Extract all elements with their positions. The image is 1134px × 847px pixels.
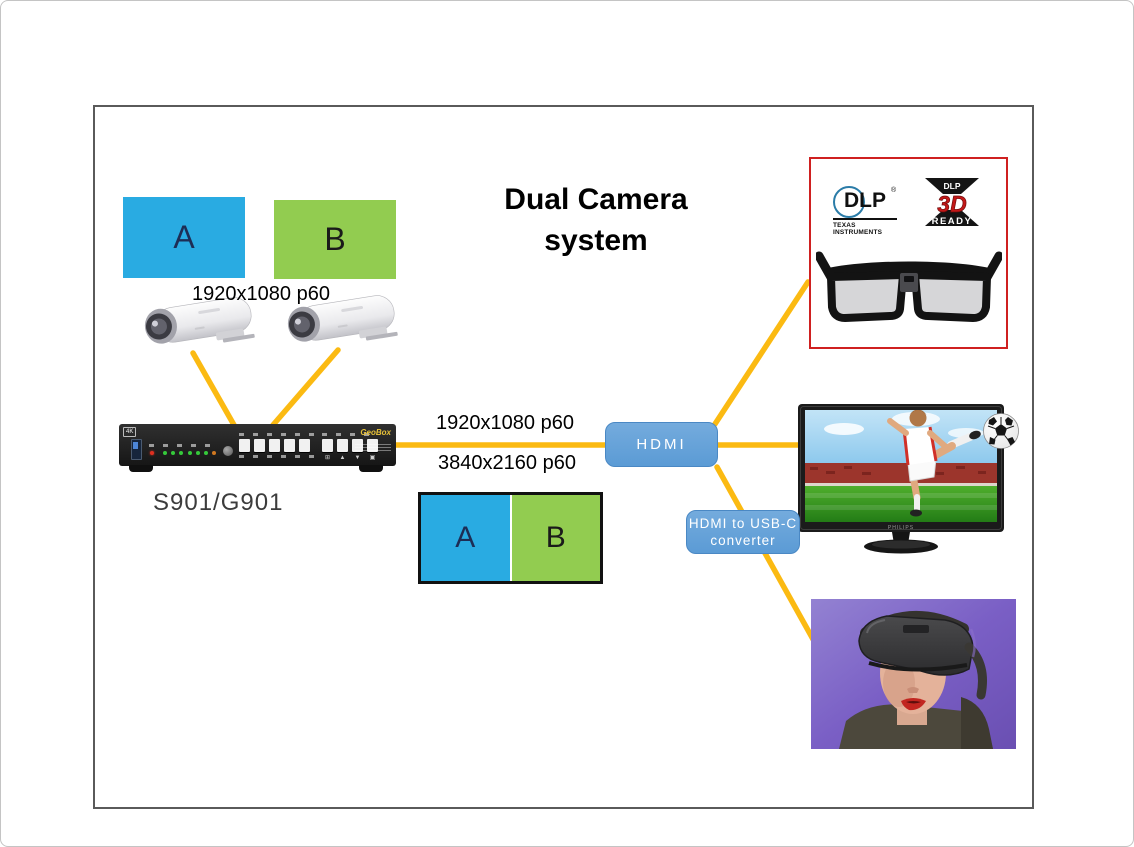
panel-button-4	[284, 439, 295, 452]
panel-button-7	[337, 439, 348, 452]
hdmi-label: HDMI	[636, 436, 687, 453]
panel-button-2	[254, 439, 265, 452]
input-resolution-label: 1920x1080 p60	[436, 412, 574, 434]
vr-headset-image	[811, 599, 1016, 749]
shutter-glasses-image	[816, 251, 1002, 322]
power-led	[150, 451, 154, 455]
person-shoulders	[839, 704, 993, 749]
glasses-right-lens	[911, 271, 991, 322]
headset-visor	[858, 615, 974, 676]
geobox-brand-label: GeoBox	[360, 428, 391, 437]
panel-button-6	[322, 439, 333, 452]
combined-output-frame: A B	[418, 492, 603, 584]
glasses-top-bar	[824, 261, 994, 283]
dlp-registered-mark: ®	[891, 187, 897, 194]
title-line-2: system	[544, 224, 648, 257]
power-switch	[131, 439, 142, 460]
ok-icon: ▣	[369, 455, 376, 461]
title-line-1: Dual Camera	[504, 183, 688, 216]
badge-dlp-text: DLP	[944, 181, 961, 191]
glasses-bridge	[900, 273, 918, 292]
headset-side-strap	[964, 642, 987, 700]
device-fine-print	[355, 444, 391, 452]
camera-body	[144, 297, 255, 344]
panel-button-8	[352, 439, 363, 452]
output-resolution-label: 3840x2160 p60	[438, 452, 576, 474]
status-led-6	[204, 451, 208, 455]
cable-camera-a	[190, 350, 237, 428]
camera-body	[287, 295, 398, 342]
hdmi-node: HDMI	[605, 422, 718, 467]
dlp-subtitle: TEXAS INSTRUMENTS	[833, 222, 883, 236]
yellow-cable-lines	[190, 279, 817, 644]
stadium-stands	[805, 463, 997, 485]
up-icon: ▲	[339, 455, 346, 461]
badge-ready-text: READY	[932, 216, 973, 227]
processor-model-label: S901/G901	[153, 489, 284, 516]
glasses-left-lens	[827, 271, 907, 322]
diagram-title: Dual Camera system	[431, 179, 761, 261]
panel-button-3	[269, 439, 280, 452]
person-nose	[907, 687, 919, 693]
soccer-field	[805, 486, 997, 522]
status-led-7	[212, 451, 216, 455]
combined-b-label: B	[545, 521, 566, 554]
glasses-ir-sensor	[904, 276, 914, 282]
badge-3d-text: 3D	[937, 191, 966, 217]
person-lips	[901, 698, 926, 711]
combined-frame-b: B	[511, 495, 600, 581]
status-led-4	[188, 451, 192, 455]
status-led-1	[163, 451, 167, 455]
combined-frame-a: A	[421, 495, 512, 581]
3d-tv-image: PHILIPS	[798, 404, 1019, 554]
status-led-3	[179, 451, 183, 455]
dlp-logo: DLP ® TEXAS INSTRUMENTS	[833, 185, 903, 236]
tv-brand-label: PHILIPS	[888, 525, 914, 531]
dlp-logo-text: DLP	[844, 189, 886, 212]
frame-b-label: B	[324, 221, 346, 257]
down-icon: ▼	[354, 455, 361, 461]
dlp-3d-ready-badge: DLP 3D READY	[925, 178, 979, 227]
frame-a-label: A	[173, 219, 195, 255]
rotary-knob	[223, 446, 233, 456]
panel-button-1	[239, 439, 250, 452]
camera-a-image	[144, 297, 255, 344]
panel-button-5	[299, 439, 310, 452]
tv-screen	[805, 410, 997, 522]
source-frame-b: B	[274, 200, 396, 279]
camera-resolution-label: 1920x1080 p60	[192, 283, 330, 305]
status-led-2	[171, 451, 175, 455]
converter-label-line1: HDMI to USB-C	[688, 516, 798, 531]
soccer-player	[887, 410, 981, 517]
cable-camera-b	[270, 347, 341, 428]
source-frame-a: A	[123, 197, 245, 278]
hdmi-usbc-converter-node: HDMI to USB-C converter	[686, 510, 800, 554]
4k-badge: 4K	[123, 427, 137, 437]
status-led-5	[196, 451, 200, 455]
player-head	[909, 410, 927, 427]
panel-button-9	[367, 439, 378, 452]
camera-b-image	[287, 295, 398, 342]
dlp-circle-icon	[833, 186, 865, 218]
device-foot-right	[359, 465, 383, 472]
device-foot-left	[129, 465, 153, 472]
soccer-ball	[983, 413, 1019, 449]
geobox-processor: 4K ⊞ ▲ ▼ ▣ GeoBox	[119, 424, 396, 472]
dlp-underline	[833, 218, 897, 220]
cable-hdmi-to-glasses	[712, 279, 811, 427]
combined-a-label: A	[455, 521, 476, 554]
cable-hdmi-to-vr	[714, 464, 817, 644]
3d-glasses-panel: DLP ® TEXAS INSTRUMENTS DLP 3D READY	[809, 157, 1008, 349]
converter-label-line2: converter	[710, 533, 776, 548]
menu-icon: ⊞	[324, 455, 331, 461]
